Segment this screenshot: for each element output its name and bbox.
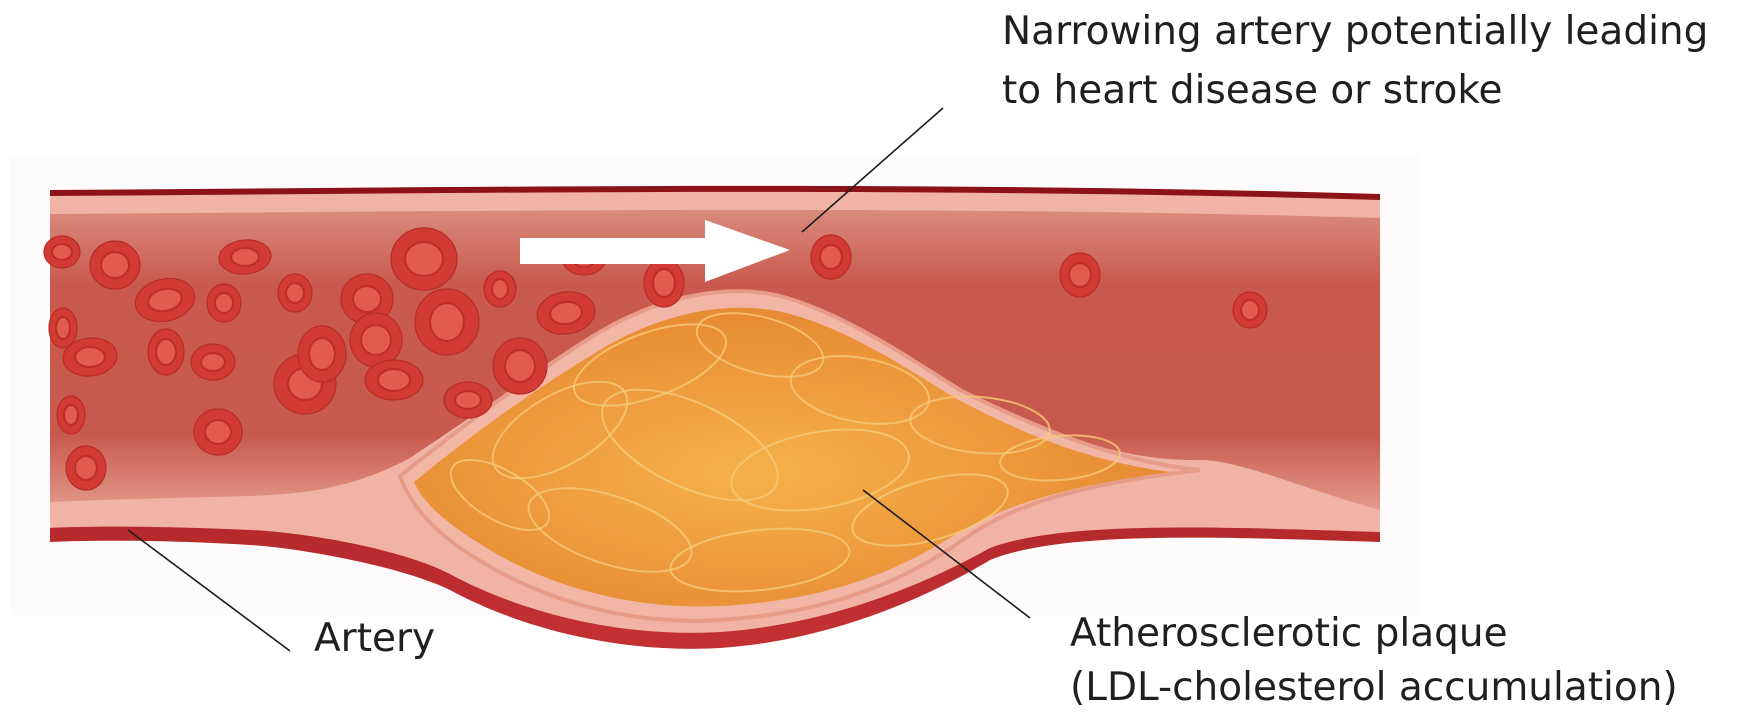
red-blood-cell [90,241,140,289]
red-blood-cell [1233,292,1267,328]
red-blood-cell [493,338,547,394]
red-blood-cell [49,308,77,348]
red-blood-cell [148,329,184,375]
artery-label: Artery [314,616,435,661]
red-blood-cell [57,396,85,434]
red-blood-cell [191,344,235,380]
red-blood-cell [415,289,479,355]
red-blood-cell [66,446,106,490]
red-blood-cell [44,236,80,268]
red-blood-cell [350,313,402,367]
red-blood-cell [298,326,346,382]
red-blood-cell [278,274,312,312]
red-blood-cell [811,235,851,279]
red-blood-cell [365,360,423,400]
red-blood-cell [207,284,241,322]
red-blood-cell [391,228,457,290]
narrowing-label-line-2: to heart disease or stroke [1002,68,1503,113]
red-blood-cell [194,409,242,455]
red-blood-cell [644,259,684,307]
plaque-label-line-2: (LDL-cholesterol accumulation) [1070,665,1678,710]
red-blood-cell [484,271,516,307]
red-blood-cell [1060,253,1100,297]
red-blood-cell [444,382,492,418]
plaque-label-line-1: Atherosclerotic plaque [1070,611,1508,656]
narrowing-label-line-1: Narrowing artery potentially leading [1002,9,1708,54]
